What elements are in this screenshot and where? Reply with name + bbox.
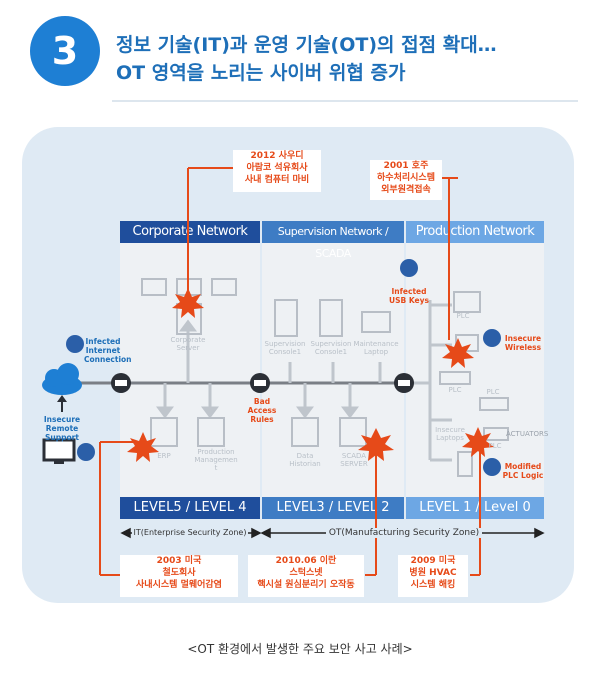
figure-caption: <OT 환경에서 발생한 주요 보안 사고 사례> bbox=[187, 642, 413, 656]
actuators-label: ACTUATORS bbox=[506, 430, 549, 438]
title-divider bbox=[112, 100, 578, 102]
data-historian-label: Data Historian bbox=[289, 452, 321, 468]
insecure-remote-label: Insecure Remote Support bbox=[43, 415, 81, 442]
firewall-icons bbox=[111, 373, 414, 393]
robot-icons bbox=[66, 259, 501, 476]
ot-zone-label: OT(Manufacturing Security Zone) bbox=[270, 525, 538, 541]
plc-label-1: PLC bbox=[448, 386, 462, 394]
erp-label: ERP bbox=[157, 452, 171, 460]
supervision-console1-label: Supervision Console1 bbox=[264, 340, 306, 356]
plc-label-4: PLC bbox=[456, 312, 470, 320]
monitor-icon bbox=[42, 438, 76, 464]
bad-access-label: Bad Access Rules bbox=[247, 397, 277, 424]
supervision-network-header: Supervision Network / SCADA bbox=[262, 221, 404, 260]
modified-plc-label: Modified PLC Logic bbox=[502, 462, 544, 480]
production-network-header: Production Network bbox=[406, 221, 544, 243]
insecure-laptops-label: Insecure Laptops bbox=[435, 426, 465, 442]
production-level-bar: LEVEL 1 / Level 0 bbox=[406, 497, 544, 519]
supervision-level-bar: LEVEL3 / LEVEL 2 bbox=[262, 497, 404, 519]
plc-label-2: PLC bbox=[486, 388, 500, 396]
production-management-label: Production Managemen t bbox=[194, 448, 238, 472]
page-title-line2: OT 영역을 노리는 사이버 위협 증가 bbox=[116, 62, 406, 84]
corporate-network-area bbox=[120, 221, 260, 517]
section-number-badge: 3 bbox=[30, 16, 100, 86]
corporate-level-bar: LEVEL5 / LEVEL 4 bbox=[120, 497, 260, 519]
corporate-network-header: Corporate Network bbox=[120, 221, 260, 243]
cloud-icon bbox=[42, 363, 82, 395]
corporate-server-label: Corporate Server bbox=[170, 336, 206, 352]
page-title-line1: 정보 기술(IT)과 운영 기술(OT)의 접점 확대… bbox=[116, 34, 497, 56]
attack-burst-icons bbox=[127, 288, 494, 462]
it-zone-label: IT(Enterprise Security Zone) bbox=[131, 528, 249, 537]
supervision-console2-label: Supervision Console1 bbox=[310, 340, 352, 356]
infected-usb-label: Infected USB Keys bbox=[389, 287, 429, 305]
infected-internet-label: Infected Internet Connection bbox=[84, 337, 132, 364]
scada-server-label: SCADA SERVER bbox=[340, 452, 368, 468]
incident-connectors bbox=[99, 167, 481, 576]
insecure-wireless-label: Insecure Wireless bbox=[504, 334, 542, 352]
plc-label-3: PLC bbox=[488, 442, 502, 450]
maintenance-laptop-label: Maintenance Laptop bbox=[353, 340, 399, 356]
